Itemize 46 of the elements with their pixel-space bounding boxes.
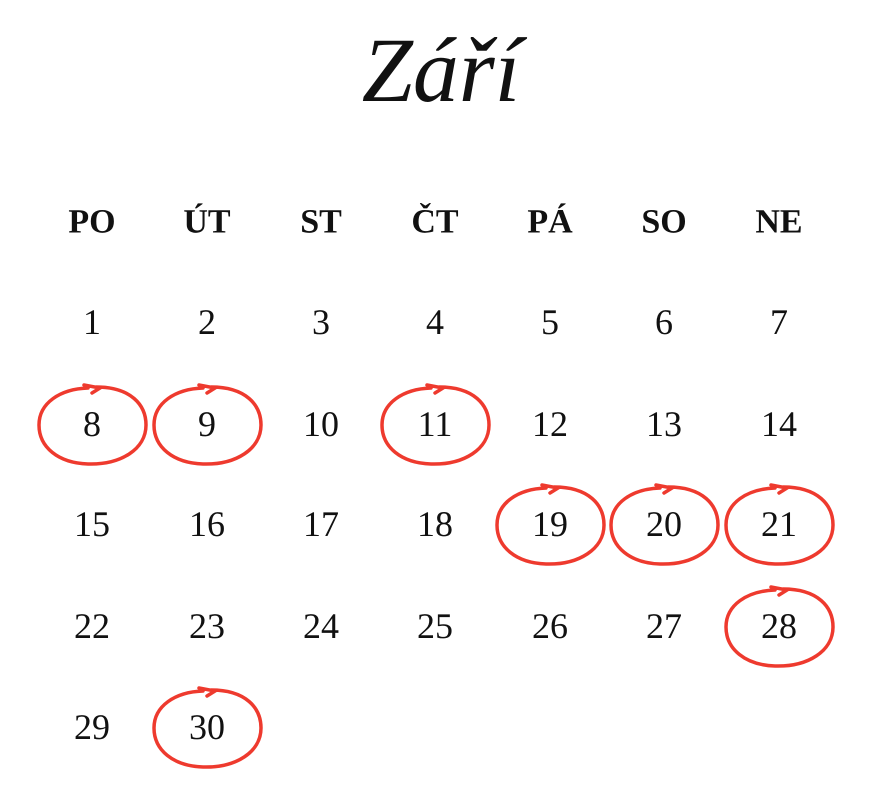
circled-date: [723, 585, 835, 669]
day-number: 22: [74, 607, 110, 647]
day-number: 17: [303, 505, 339, 545]
day-number: 4: [426, 303, 444, 343]
circled-date: [723, 483, 835, 567]
day-number: 2: [198, 303, 216, 343]
weekday-heading: SO: [641, 203, 687, 241]
day-number: 28: [761, 607, 797, 647]
day-number: 3: [312, 303, 330, 343]
day-number: 9: [198, 405, 216, 445]
weekday-heading: PÁ: [527, 203, 573, 241]
day-number: 18: [417, 505, 453, 545]
day-number: 14: [761, 405, 797, 445]
weekday-heading: NE: [755, 203, 803, 241]
day-number: 15: [74, 505, 110, 545]
circled-date: [608, 483, 720, 567]
day-number: 12: [532, 405, 568, 445]
day-number: 26: [532, 607, 568, 647]
day-number: 13: [646, 405, 682, 445]
day-number: 21: [761, 505, 797, 545]
day-number: 20: [646, 505, 682, 545]
day-number: 6: [655, 303, 673, 343]
day-number: 10: [303, 405, 339, 445]
day-number: 7: [770, 303, 788, 343]
day-number: 27: [646, 607, 682, 647]
day-number: 25: [417, 607, 453, 647]
day-number: 19: [532, 505, 568, 545]
circled-date: [494, 483, 606, 567]
weekday-heading: ČT: [411, 203, 459, 241]
circled-date: [379, 383, 491, 467]
day-number: 24: [303, 607, 339, 647]
day-number: 29: [74, 708, 110, 748]
day-number: 1: [83, 303, 101, 343]
month-title: Září: [0, 20, 882, 122]
day-number: 16: [189, 505, 225, 545]
circled-date: [151, 686, 263, 770]
circled-date: [151, 383, 263, 467]
weekday-heading: PO: [68, 203, 116, 241]
day-number: 8: [83, 405, 101, 445]
day-number: 30: [189, 708, 225, 748]
day-number: 11: [418, 405, 452, 445]
weekday-heading: ST: [300, 203, 342, 241]
day-number: 5: [541, 303, 559, 343]
day-number: 23: [189, 607, 225, 647]
circled-date: [36, 383, 148, 467]
weekday-heading: ÚT: [183, 203, 231, 241]
